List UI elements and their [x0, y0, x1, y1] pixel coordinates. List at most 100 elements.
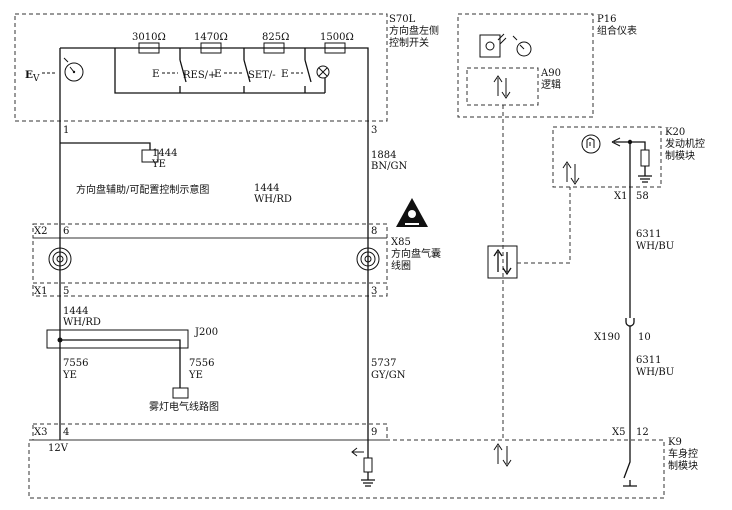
wire-7556a-col: YE: [62, 370, 77, 381]
connector-x5: X5: [612, 427, 625, 438]
wire-5737-col: GY/GN: [371, 370, 406, 381]
k9-code: K9: [668, 437, 682, 448]
s70l-line2: 控制开关: [389, 36, 429, 49]
s70l-code: S70L: [389, 14, 416, 25]
pin-k20-58: 58: [636, 191, 649, 202]
j200-splice-bar: [46, 329, 189, 349]
switch-label-res: RES/+: [183, 70, 216, 81]
switch-set: E: [281, 48, 312, 93]
s70l-ladder: [114, 48, 325, 94]
wire-5737-num: 5737: [371, 358, 396, 369]
k20-module-box: [552, 126, 662, 188]
engine-icon: [581, 134, 601, 154]
k20-line2: 制模块: [665, 149, 695, 162]
s70l-module-box: [14, 13, 388, 122]
speedometer-icon: [63, 57, 84, 82]
a90-bidirectional-arrows-icon: [493, 75, 511, 99]
clockspring-right-icon: [356, 247, 380, 271]
k9-ground-left: [351, 447, 375, 487]
clockspring-left-icon: [48, 247, 72, 271]
s70l-line1: 方向盘左侧: [389, 24, 439, 37]
pin-x2-8: 8: [371, 226, 377, 237]
a90-line1: 逻辑: [541, 78, 561, 91]
p16-speedometer-icon: [512, 35, 532, 57]
lamp-icon: [316, 65, 330, 93]
wire-1444b-col: WH/RD: [63, 317, 101, 328]
pin-s70l-3: 3: [371, 125, 377, 136]
connector-x190: X190: [594, 332, 620, 343]
p16-module-box: [457, 13, 594, 118]
resistor-label-1500: 1500Ω: [320, 32, 354, 43]
svg-text:E: E: [214, 68, 222, 80]
airbag-warning-icon: [396, 198, 428, 227]
signal-to-k20: [517, 187, 571, 264]
resistor-label-3010: 3010Ω: [132, 32, 166, 43]
wire-7556b-num: 7556: [189, 358, 214, 369]
connector-k20-x1: X1: [614, 191, 627, 202]
svg-text:E: E: [281, 68, 289, 80]
x1-connector-bar: [32, 282, 388, 297]
k9-bidirectional-arrows-icon: [493, 443, 512, 467]
switch-res: E: [214, 48, 251, 93]
svg-text:E: E: [152, 68, 160, 80]
p16-code: P16: [597, 14, 616, 25]
k20-code: K20: [665, 127, 685, 138]
x85-code: X85: [391, 237, 411, 248]
k9-module-box: [28, 439, 665, 499]
k20-line1: 发动机控: [665, 137, 705, 150]
pin-x2-6: 6: [63, 226, 69, 237]
k9-line1: 车身控: [668, 447, 698, 460]
ref-box-fog-lamp: [172, 387, 189, 399]
x190-inline-connector: [625, 318, 635, 327]
wire-1884-num: 1884: [371, 150, 396, 161]
wire-1444-ye-num: 1444: [152, 148, 177, 159]
pin-x190-10: 10: [638, 332, 651, 343]
a90-code: A90: [540, 68, 561, 79]
p16-indicator-icon: [479, 33, 507, 58]
ref-box-steering-aux: [141, 149, 159, 163]
resistor-label-825: 825Ω: [262, 32, 289, 43]
wire-1444-whrd-num: 1444: [254, 183, 279, 194]
a90-logic-box: [466, 67, 539, 106]
wire-6311b-col: WH/BU: [636, 367, 674, 378]
x2-connector-bar: [32, 223, 388, 239]
resistor-label-1470: 1470Ω: [194, 32, 228, 43]
switch-cancel: E: [152, 48, 187, 93]
voltage-label: 12V: [48, 443, 69, 454]
wire-1884-col: BN/GN: [371, 161, 407, 172]
wire-7556-right: [60, 339, 181, 388]
wire-1444-whrd-col: WH/RD: [254, 194, 292, 205]
wire-1444b-num: 1444: [63, 306, 88, 317]
wire-1444-ye-col: YE: [151, 159, 166, 170]
x3-connector-bar: [32, 423, 388, 441]
resistor-1500: [324, 42, 346, 54]
wire-7556b-col: YE: [188, 370, 203, 381]
pin-s70l-1: 1: [63, 125, 69, 136]
ref-fog-lamp: 雾灯电气线路图: [149, 400, 219, 413]
connector-x2: X2: [34, 226, 47, 237]
s70l-top-bus: [60, 47, 369, 112]
wire-6311a-num: 6311: [636, 229, 661, 240]
resistor-825: [263, 42, 285, 54]
connector-x3: X3: [34, 427, 47, 438]
svg-text:V: V: [32, 74, 40, 84]
wire-7556a-num: 7556: [63, 358, 88, 369]
pin-x5-12: 12: [636, 427, 649, 438]
inline-bidirectional-arrows-icon: [493, 248, 512, 276]
wire-1444-ye-branch: [60, 142, 151, 150]
ref-steering-aux: 方向盘辅助/可配置控制示意图: [76, 183, 209, 196]
resistor-1470: [200, 42, 222, 54]
wire-6311a-col: WH/BU: [636, 241, 674, 252]
k9-switch-output: [623, 452, 637, 487]
pin-x3-4: 4: [63, 427, 69, 438]
j200-code: J200: [194, 327, 218, 338]
svg-text:E: E: [25, 69, 33, 81]
wire-6311b-num: 6311: [636, 355, 661, 366]
pin-x1-5: 5: [63, 286, 69, 297]
x85-line2: 线圈: [391, 259, 411, 272]
k20-bidirectional-arrows-icon: [562, 161, 580, 185]
connector-x1: X1: [34, 286, 47, 297]
k9-line2: 制模块: [668, 459, 698, 472]
pin-x3-9: 9: [371, 427, 377, 438]
k20-internal-resistor: [611, 137, 652, 183]
